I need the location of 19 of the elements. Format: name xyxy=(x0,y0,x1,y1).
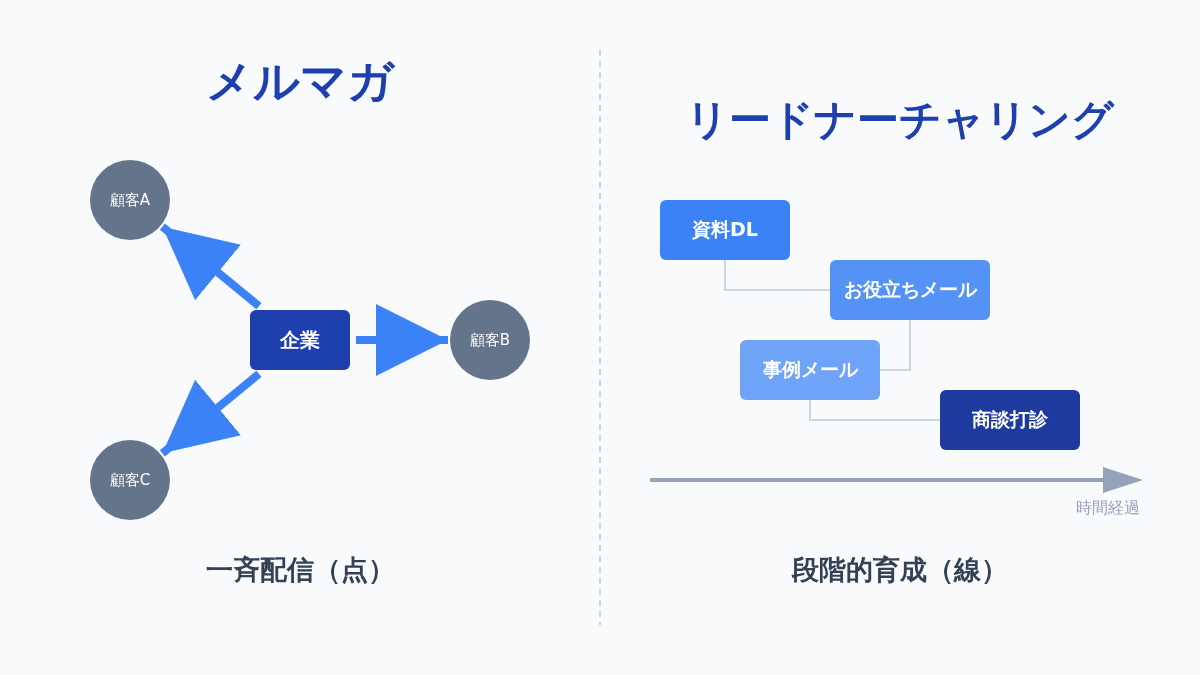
panel-caption: 段階的育成（線） xyxy=(792,553,1008,587)
axis-label: 時間経過 xyxy=(1076,497,1140,519)
arrow xyxy=(356,304,448,376)
connector-line xyxy=(809,399,941,421)
step-box: 事例メール xyxy=(740,340,880,400)
panel-caption: 一斉配信（点） xyxy=(205,553,395,587)
connector-line xyxy=(879,319,911,371)
customer-circle: 顧客A xyxy=(90,160,170,240)
panel-heading: メルマガ xyxy=(206,53,394,110)
arrow xyxy=(159,223,262,310)
arrow xyxy=(159,370,262,457)
step-box: 企業 xyxy=(250,310,350,370)
step-box: 資料DL xyxy=(660,200,790,260)
customer-circle: 顧客B xyxy=(450,300,530,380)
step-box: お役立ちメール xyxy=(830,260,990,320)
customer-circle: 顧客C xyxy=(90,440,170,520)
step-box: 商談打診 xyxy=(940,390,1080,450)
connector-line xyxy=(724,259,831,291)
panel-heading: リードナーチャリング xyxy=(686,94,1114,146)
